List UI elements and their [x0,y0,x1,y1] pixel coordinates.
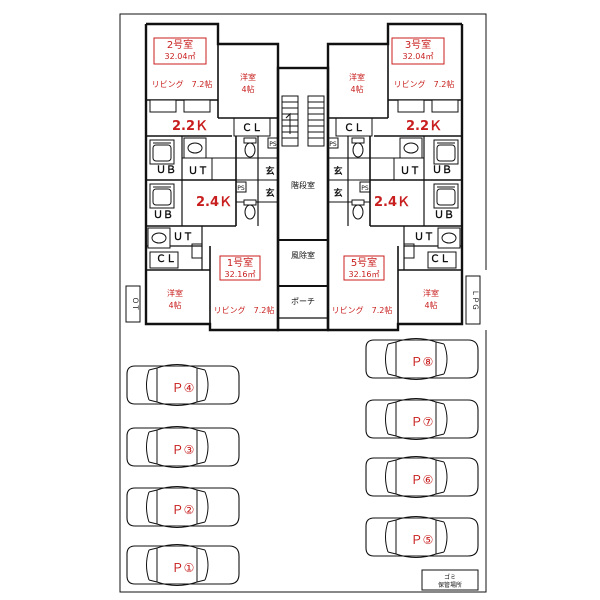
site-boundary-lower [119,330,487,593]
pipe-space-5: PS [361,185,369,192]
left-wing-interior [146,44,279,330]
unit3-kitchen: 2.2Ｋ [406,119,442,134]
unit3-living: リビング 7.2帖 [394,79,455,89]
unit1-closet: ＣＬ [156,253,176,265]
unit2-name: 2号室 [167,38,193,51]
unit5-area: 32.16㎡ [349,270,380,279]
garbage-label-1: ゴミ [444,573,456,581]
parking-label-p8: Ｐ⑧ [411,355,434,369]
unit1-living: リビング 7.2帖 [214,305,275,315]
porch-label: ポーチ [291,297,315,306]
parking-label-p2: Ｐ② [172,503,195,517]
unit2-bedroom-size: 4帖 [241,84,254,94]
parking-label-p1: Ｐ① [172,561,195,575]
right-wing-interior [327,44,462,330]
unit1-kitchen: 2.4Ｋ [196,195,232,210]
unit2-area: 32.04㎡ [165,52,196,61]
unit5-kitchen: 2.4Ｋ [374,195,410,210]
parking-label-p4: Ｐ④ [172,381,195,395]
parking-label-p3: Ｐ③ [172,443,195,457]
unit3-utility: ＵＴ [400,165,420,177]
staircase [281,95,325,147]
unit1-bath: ＵＢ [153,209,173,221]
parking-label-p5: Ｐ⑤ [411,533,434,547]
lpg-storage [465,275,481,325]
unit2-bedroom-type: 洋室 [240,72,256,82]
unit3-bedroom-size: 4帖 [350,84,363,94]
unit2-entrance: 玄 [265,165,274,177]
outdoor-tank [125,285,141,323]
parking-label-p7: Ｐ⑦ [411,415,434,429]
unit2-closet: ＣＬ [242,122,262,134]
unit1-utility: ＵＴ [173,231,193,243]
unit1-entrance: 玄 [265,187,274,199]
unit5-utility: ＵＴ [414,231,434,243]
unit5-living: リビング 7.2帖 [332,305,393,315]
unit3-name: 3号室 [405,38,431,51]
unit1-bedroom-type: 洋室 [167,288,183,298]
unit3-area: 32.04㎡ [403,52,434,61]
unit5-closet: ＣＬ [430,253,450,265]
unit5-name: 5号室 [351,256,377,269]
site-boundary [119,13,487,358]
unit5-bath: ＵＢ [434,209,454,221]
unit2-bath: ＵＢ [156,164,176,176]
unit1-area: 32.16㎡ [225,270,256,279]
unit3-bath: ＵＢ [432,164,452,176]
stairwell-label: 階段室 [291,180,315,190]
pipe-space-2: PS [269,141,277,148]
unit1-name: 1号室 [227,256,253,269]
windbreak-label: 風除室 [291,250,315,260]
building [144,22,464,332]
pipe-space-1: PS [237,185,245,192]
unit3-bedroom-type: 洋室 [349,72,365,82]
parking-area [126,337,479,587]
garbage-area [421,569,479,591]
ot-label: ＯＴ [131,297,139,311]
unit3-entrance: 玄 [333,165,342,177]
pipe-space-3: PS [329,141,337,148]
unit5-bedroom-type: 洋室 [423,288,439,298]
unit2-kitchen: 2.2Ｋ [172,119,208,134]
parking-label-p6: Ｐ⑥ [411,473,434,487]
unit2-utility: ＵＴ [188,165,208,177]
unit5-entrance: 玄 [333,187,342,199]
lpg-label: ＬＰＧ [471,290,479,311]
unit2-living: リビング 7.2帖 [152,79,213,89]
garbage-label-2: 保管場所 [438,581,462,589]
unit1-bedroom-size: 4帖 [168,300,181,310]
unit5-bedroom-size: 4帖 [424,300,437,310]
unit3-closet: ＣＬ [344,122,364,134]
